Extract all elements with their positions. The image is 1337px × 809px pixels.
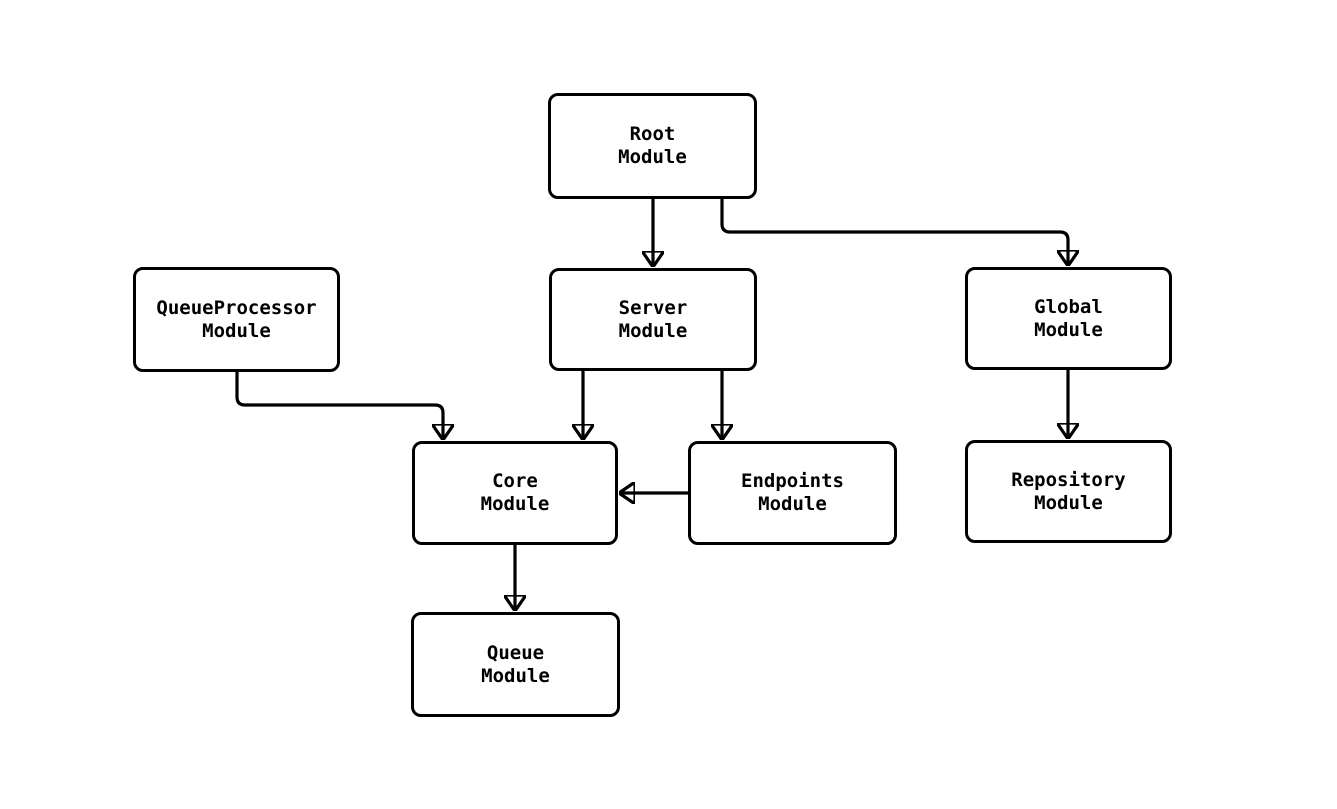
node-repository-module: Repository Module: [965, 440, 1172, 543]
node-global-module: Global Module: [965, 267, 1172, 370]
node-label-line: Module: [758, 493, 827, 515]
node-label-line: Module: [481, 664, 550, 687]
node-label-line: Queue: [486, 641, 545, 664]
node-label-line: Module: [618, 146, 687, 168]
node-label-line: Global: [1034, 295, 1103, 318]
node-label-line: Server: [618, 296, 688, 319]
node-label-line: Module: [480, 493, 550, 515]
node-queue-module: Queue Module: [411, 612, 620, 717]
node-queueprocessor-module: QueueProcessor Module: [133, 267, 340, 372]
node-label-line: Endpoints: [741, 470, 844, 492]
node-label-line: Module: [1034, 491, 1103, 514]
edge-root-to-global: [720, 199, 1068, 265]
node-label-line: Repository: [1011, 468, 1126, 491]
node-server-module: Server Module: [549, 268, 757, 371]
node-label-line: Module: [618, 319, 688, 342]
node-label-line: Module: [202, 319, 271, 342]
node-label-line: Core: [492, 470, 538, 492]
node-label-line: Root: [629, 123, 676, 145]
node-root-module: Root Module: [548, 93, 757, 199]
edge-queueprocessor-to-core: [235, 372, 443, 439]
node-label-line: Module: [1034, 318, 1103, 341]
node-core-module: Core Module: [412, 441, 618, 545]
node-label-line: QueueProcessor: [156, 296, 317, 319]
node-endpoints-module: Endpoints Module: [688, 441, 897, 545]
